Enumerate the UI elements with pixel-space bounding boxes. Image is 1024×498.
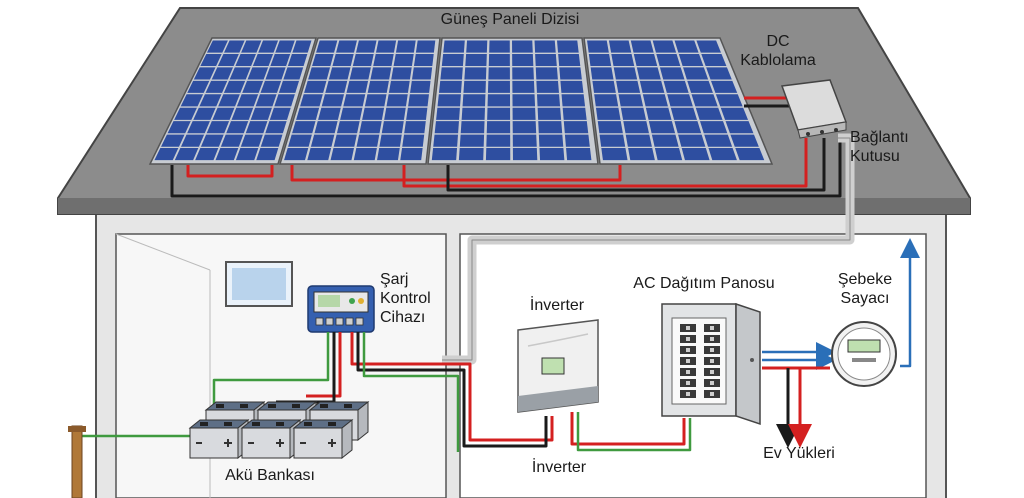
battery-bank-label: Akü Bankası xyxy=(225,467,315,484)
battery xyxy=(292,418,354,460)
ac-output-wiring xyxy=(762,238,920,448)
window xyxy=(225,261,293,307)
charge-controller-label: Şarj Kontrol Cihazı xyxy=(380,270,431,327)
ac-distribution-panel xyxy=(661,302,761,426)
roof-wire-positive xyxy=(290,165,622,182)
inverter-bottom-label: İnverter xyxy=(531,459,587,476)
roof-wire-negative xyxy=(446,138,826,192)
battery-bank xyxy=(188,400,370,460)
dc-wiring-label: DC Kablolama xyxy=(724,32,832,70)
junction-box-label-line2: Kutusu xyxy=(850,148,900,165)
charge-controller xyxy=(307,285,375,333)
grid-meter-label-line2: Sayacı xyxy=(840,290,890,307)
ground-rod xyxy=(68,425,86,498)
solar-panel xyxy=(427,37,599,165)
roof-wire-positive xyxy=(402,138,808,188)
roof-dc-wiring xyxy=(170,96,842,198)
solar-panel xyxy=(148,37,318,165)
inverter-top-label: İnverter xyxy=(529,297,585,314)
wire-negative xyxy=(356,332,548,448)
grid-export-arrow xyxy=(900,238,920,368)
battery xyxy=(240,418,302,460)
junction-box-label-line1: Bağlantı xyxy=(850,129,909,146)
wire-positive xyxy=(306,332,342,398)
charge-controller-label-line1: Şarj xyxy=(380,271,409,288)
wire-positive xyxy=(350,332,554,442)
wire-positive xyxy=(570,412,686,446)
junction-box xyxy=(780,79,848,139)
grid-meter-label: Şebeke Sayacı xyxy=(820,270,910,308)
dc-wiring-label-line1: DC xyxy=(766,33,790,50)
solar-panel xyxy=(278,37,441,165)
battery xyxy=(188,418,250,460)
room-edge xyxy=(115,233,211,271)
roof-wire-negative xyxy=(170,138,842,198)
grid-meter xyxy=(831,321,897,387)
dc-wiring-label-line2: Kablolama xyxy=(740,52,816,69)
wire-ground xyxy=(362,332,460,452)
home-loads-label: Ev Yükleri xyxy=(763,445,835,462)
roof-wire-positive xyxy=(186,165,274,178)
solar-panel-array xyxy=(148,37,774,165)
junction-box-label: Bağlantı Kutusu xyxy=(850,128,909,166)
conduit-outline xyxy=(442,137,851,361)
wire-ground xyxy=(576,412,692,452)
ac-panel-label: AC Dağıtım Panosu xyxy=(633,275,775,292)
solar-panel xyxy=(583,37,774,165)
roof-edge xyxy=(58,198,970,214)
inverter xyxy=(517,319,599,413)
grid-meter-label-line1: Şebeke xyxy=(837,271,893,288)
solar-array-label: Güneş Paneli Dizisi xyxy=(440,11,580,28)
inverter-ac-wiring xyxy=(570,412,692,452)
charge-controller-label-line3: Cihazı xyxy=(380,309,426,326)
charge-controller-label-line2: Kontrol xyxy=(380,290,431,307)
